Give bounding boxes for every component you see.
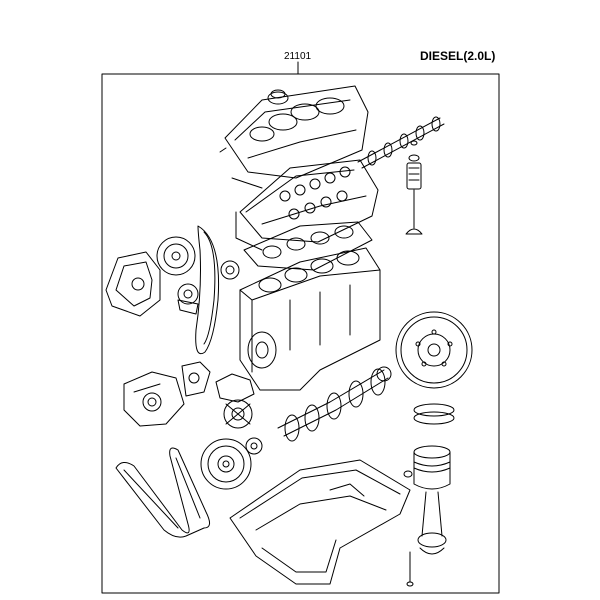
crankshaft-pulley xyxy=(200,437,263,490)
camshaft xyxy=(357,116,445,169)
engine-variant-label: DIESEL(2.0L) xyxy=(420,49,496,63)
timing-belt xyxy=(195,225,220,355)
timing-cover xyxy=(105,251,161,317)
head-gasket xyxy=(243,221,373,271)
piston-and-rod xyxy=(403,445,451,587)
diagram-frame xyxy=(101,73,500,594)
piston-rings xyxy=(413,403,455,425)
oil-pan xyxy=(229,459,411,585)
oil-pump xyxy=(215,373,255,429)
drive-belt xyxy=(115,447,210,538)
part-number-label: 21101 xyxy=(284,51,312,62)
tensioner-pulley xyxy=(177,260,240,315)
water-pump xyxy=(123,361,211,427)
flywheel xyxy=(395,311,473,389)
crankshaft xyxy=(277,366,392,442)
cam-sprocket xyxy=(156,236,196,276)
valve-cover xyxy=(219,85,369,189)
valve-assembly xyxy=(405,140,423,235)
cylinder-block xyxy=(239,247,381,391)
cylinder-head xyxy=(235,159,379,251)
